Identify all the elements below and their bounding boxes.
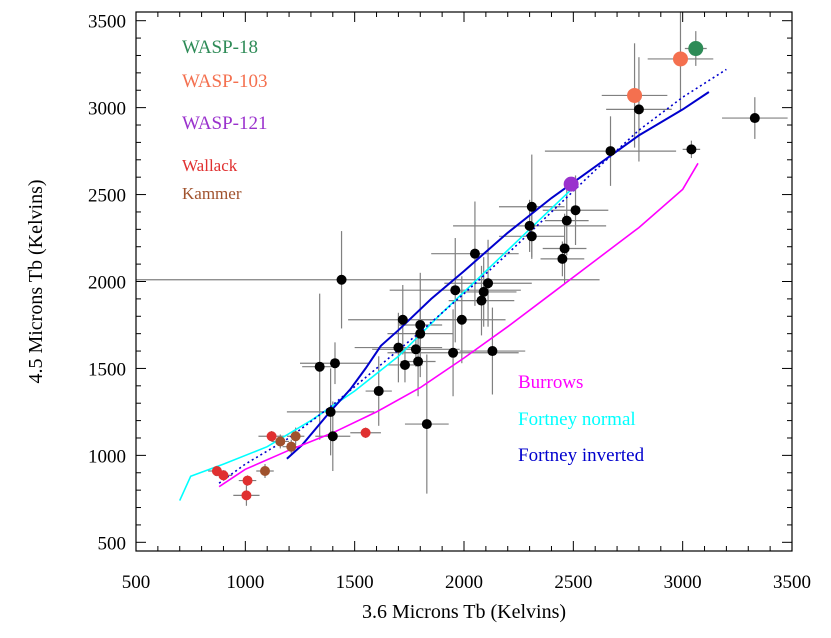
x-tick-label: 500: [122, 572, 151, 593]
data-points: [211, 41, 760, 501]
point-black: [415, 319, 426, 330]
point-wallack: [360, 427, 371, 438]
point-black: [393, 342, 404, 353]
point-black: [469, 248, 480, 259]
x-tick-label: 3500: [773, 572, 811, 593]
x-axis-title: 3.6 Microns Tb (Kelvins): [362, 601, 566, 623]
point-black: [373, 386, 384, 397]
legend-entry: Wallack: [182, 156, 238, 175]
point-wallack: [242, 475, 253, 486]
point-black: [487, 346, 498, 357]
point-wallack: [241, 490, 252, 501]
point-black: [557, 253, 568, 264]
point-wasp103: [672, 51, 688, 67]
legend-entry: Fortney inverted: [518, 445, 645, 466]
legend-entry: Kammer: [182, 184, 242, 203]
point-black: [749, 113, 760, 124]
x-tick-label: 2000: [445, 572, 483, 593]
point-wasp18: [688, 41, 704, 57]
y-tick-label: 2500: [88, 186, 126, 207]
x-tick-label: 2500: [554, 572, 592, 593]
point-black: [325, 406, 336, 417]
x-axis-tick-labels: 500 1000 1500 2000 2500 3000 3500: [122, 572, 811, 593]
point-wasp103: [627, 87, 643, 103]
point-kammer: [290, 431, 301, 442]
legend-entry: WASP-18: [182, 37, 258, 58]
x-tick-label: 3000: [664, 572, 702, 593]
point-black: [476, 295, 487, 306]
point-black: [448, 347, 459, 358]
point-black: [561, 215, 572, 226]
legend-entry: WASP-121: [182, 113, 268, 134]
x-tick-label: 1000: [226, 572, 264, 593]
point-black: [526, 201, 537, 212]
y-axis-title: 4.5 Microns Tb (Kelvins): [25, 179, 47, 383]
point-black: [483, 278, 494, 289]
point-kammer: [286, 441, 297, 452]
line-fortney_inverted_dotted: [218, 68, 727, 484]
line-fortney_normal: [178, 187, 574, 501]
point-black: [633, 104, 644, 115]
point-black: [526, 231, 537, 242]
line-fortney_inverted: [286, 91, 710, 460]
point-black: [524, 220, 535, 231]
y-tick-label: 1000: [88, 446, 126, 467]
y-tick-label: 3500: [88, 12, 126, 33]
point-wallack: [218, 470, 229, 481]
y-tick-label: 2000: [88, 273, 126, 294]
legend-entry: Fortney normal: [518, 409, 636, 430]
legend-entry: WASP-103: [182, 71, 268, 92]
point-black: [559, 243, 570, 254]
x-tick-label: 1500: [336, 572, 374, 593]
plot-frame: [135, 11, 793, 552]
y-axis-ticks: [136, 20, 792, 543]
y-tick-label: 500: [98, 533, 127, 554]
point-black: [397, 314, 408, 325]
y-tick-label: 3000: [88, 99, 126, 120]
point-kammer: [260, 466, 271, 477]
point-kammer: [275, 436, 286, 447]
point-black: [478, 286, 489, 297]
point-black: [314, 361, 325, 372]
x-axis-ticks: [135, 12, 793, 551]
point-black: [329, 358, 340, 369]
legend-entry: Burrows: [518, 372, 583, 393]
line-burrows: [218, 162, 699, 488]
point-black: [410, 344, 421, 355]
point-black: [605, 146, 616, 157]
y-axis-tick-labels: 500 1000 1500 2000 2500 3000 3500: [88, 12, 126, 555]
point-black: [421, 419, 432, 430]
point-black: [413, 356, 424, 367]
point-black: [456, 314, 467, 325]
point-black: [686, 144, 697, 155]
point-black: [399, 359, 410, 370]
point-wasp121: [563, 176, 579, 192]
point-black: [450, 285, 461, 296]
y-tick-label: 1500: [88, 359, 126, 380]
point-black: [336, 274, 347, 285]
point-black: [415, 328, 426, 339]
point-wallack: [266, 431, 277, 442]
point-black: [327, 431, 338, 442]
point-black: [570, 205, 581, 216]
